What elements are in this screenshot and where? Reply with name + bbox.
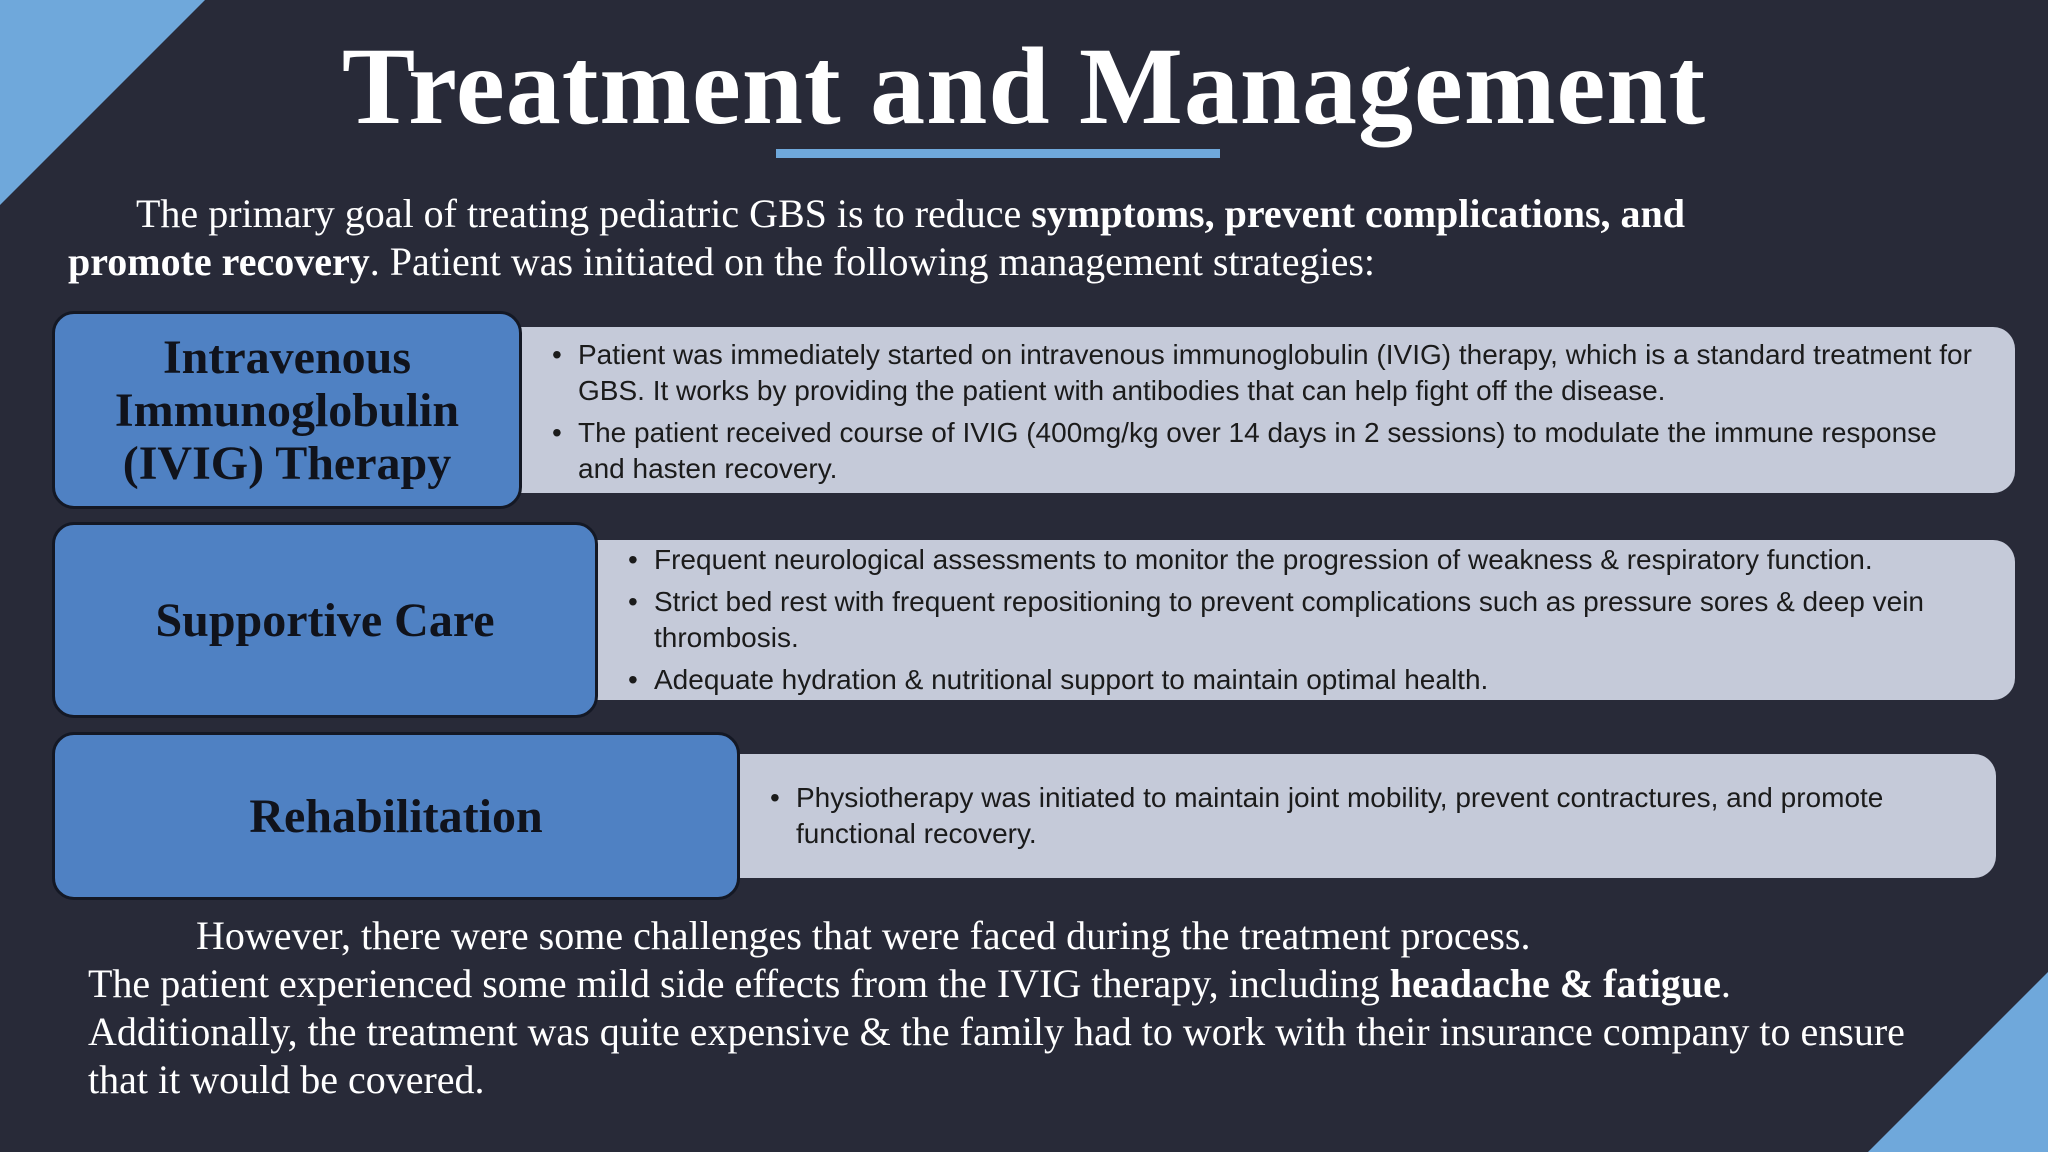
ivig-content-panel: Patient was immediately started on intra… xyxy=(500,327,2015,493)
slide-title: Treatment and Management xyxy=(341,25,1707,147)
outro-line-1: However, there were some challenges that… xyxy=(196,913,1531,958)
ivig-bullet-1: Patient was immediately started on intra… xyxy=(550,337,1975,409)
supportive-bullet-3: Adequate hydration & nutritional support… xyxy=(626,662,1985,698)
supportive-care-label: Supportive Care xyxy=(155,593,495,647)
supportive-bullet-1: Frequent neurological assessments to mon… xyxy=(626,542,1985,578)
intro-paragraph: The primary goal of treating pediatric G… xyxy=(68,190,1936,286)
intro-lead: The primary goal of treating pediatric G… xyxy=(136,191,1032,236)
title-underline xyxy=(776,149,1220,158)
supportive-care-content-panel: Frequent neurological assessments to mon… xyxy=(570,540,2015,700)
rehabilitation-label: Rehabilitation xyxy=(249,789,543,843)
rehabilitation-bullet-1: Physiotherapy was initiated to maintain … xyxy=(768,780,1966,852)
supportive-care-label-box: Supportive Care xyxy=(52,522,598,718)
rehabilitation-label-box: Rehabilitation xyxy=(52,732,740,900)
outro-line-3: Additionally, the treatment was quite ex… xyxy=(88,1009,1905,1102)
supportive-bullet-2: Strict bed rest with frequent reposition… xyxy=(626,584,1985,656)
ivig-bullet-2: The patient received course of IVIG (400… xyxy=(550,415,1975,487)
rehabilitation-content-panel: Physiotherapy was initiated to maintain … xyxy=(712,754,1996,878)
outro-line-2: The patient experienced some mild side e… xyxy=(88,961,1731,1006)
intro-bold-a: symptoms, prevent complications, and xyxy=(1031,191,1686,236)
intro-bold-b: promote recovery xyxy=(68,239,370,284)
ivig-label: Intravenous Immunoglobulin (IVIG) Therap… xyxy=(114,330,460,490)
corner-decoration-top-left xyxy=(0,0,205,205)
outro-bold: headache & fatigue xyxy=(1389,961,1721,1006)
ivig-label-box: Intravenous Immunoglobulin (IVIG) Therap… xyxy=(52,311,522,509)
intro-tail: . Patient was initiated on the following… xyxy=(369,239,1376,284)
corner-decoration-bottom-right xyxy=(1868,972,2048,1152)
outro-paragraph: However, there were some challenges that… xyxy=(88,912,1968,1104)
